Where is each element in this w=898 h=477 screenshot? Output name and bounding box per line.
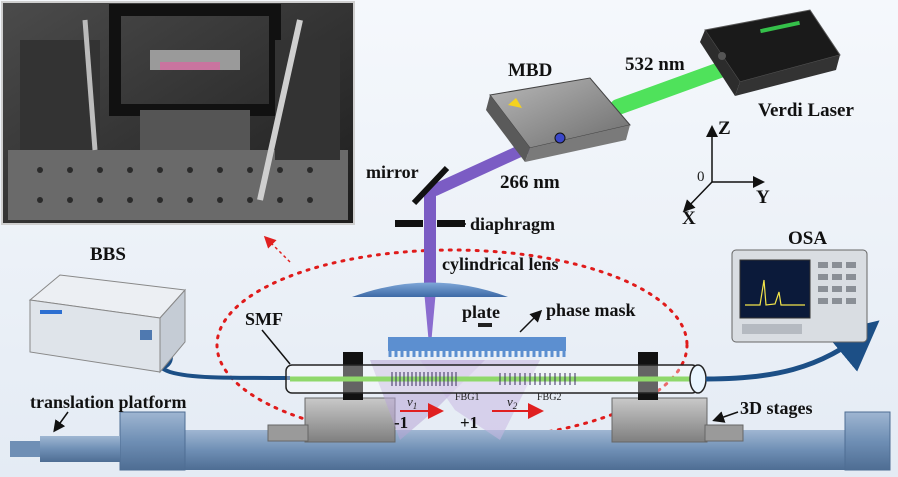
mirror [411,165,450,206]
label-fbg1: FBG1 [455,392,479,403]
label-fbg2: FBG2 [537,392,561,403]
mbd-device [486,77,631,162]
translation-rail [10,411,891,471]
smf-leader [261,329,291,365]
label-mbd: MBD [508,60,552,81]
label-plate: plate [462,302,500,322]
label-cylindrical-lens: cylindrical lens [442,254,559,274]
label-phase-mask: phase mask [546,300,636,320]
axis-label-x: X [682,208,696,229]
translation-leader [53,411,69,433]
label-velocity-1: v1 [407,394,417,411]
coordinate-axes [682,125,765,213]
label-velocity-2: v2 [507,394,518,411]
label-bbs: BBS [90,244,126,265]
fbg-gratings [391,372,576,386]
cylindrical-lens [352,282,508,297]
axis-label-origin: 0 [697,169,705,185]
setup-photo [1,1,355,225]
axis-label-y: Y [756,187,770,208]
phase-mask [388,337,566,357]
label-mirror: mirror [366,162,419,182]
stage-left [267,352,396,443]
photo-pointer-arrow [263,235,291,263]
bbs-device [28,274,187,374]
label-532nm: 532 nm [625,54,685,75]
label-smf: SMF [245,309,283,329]
stages-leader [712,411,739,423]
verdi-laser [700,9,841,96]
label-osa: OSA [788,228,827,249]
green-beam [610,62,728,115]
label-3d-stages: 3D stages [740,398,813,418]
stage-right [611,352,744,443]
label-translation-platform: translation platform [30,392,187,412]
label-diaphragm: diaphragm [470,214,555,234]
plate [478,323,492,327]
label-verdi-laser: Verdi Laser [758,100,854,121]
osa-device [731,249,868,343]
label-266nm: 266 nm [500,172,560,193]
phase-mask-leader [519,309,543,333]
label-order-minus: -1 [394,413,408,432]
label-order-plus: +1 [460,413,478,432]
axis-label-z: Z [718,118,731,139]
